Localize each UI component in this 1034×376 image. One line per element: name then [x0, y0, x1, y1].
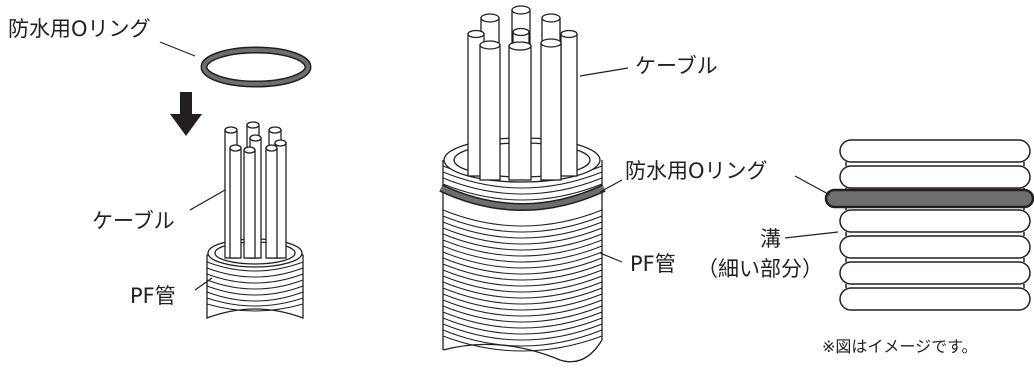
- middle-oring-label: 防水用Oリング: [625, 159, 768, 183]
- right-figure: 溝 （細い部分）: [697, 139, 1034, 311]
- right-leaders: [784, 175, 839, 239]
- right-oring-band: [824, 188, 1034, 209]
- groove-sub-label: （細い部分）: [697, 257, 823, 281]
- left-figure: 防水用Oリング ケーブル PF管: [8, 17, 312, 319]
- middle-pipe-label: PF管: [630, 252, 676, 276]
- left-cable-label: ケーブル: [92, 209, 175, 233]
- left-pipe-label: PF管: [130, 284, 176, 308]
- middle-leaders: [579, 67, 629, 263]
- pipe-cross-section: [839, 139, 1031, 311]
- left-cables: [224, 121, 287, 259]
- left-oring-label: 防水用Oリング: [8, 17, 151, 41]
- middle-oring: [439, 184, 606, 211]
- down-arrow-icon: [170, 92, 202, 136]
- middle-cable-label: ケーブル: [635, 54, 718, 78]
- groove-label: 溝: [760, 227, 781, 251]
- left-leaders: [159, 41, 226, 291]
- middle-cables: [467, 5, 578, 181]
- left-oring: [200, 46, 312, 88]
- middle-figure: ケーブル 防水用Oリング PF管: [439, 5, 768, 370]
- footnote: ※図はイメージです。: [822, 337, 978, 356]
